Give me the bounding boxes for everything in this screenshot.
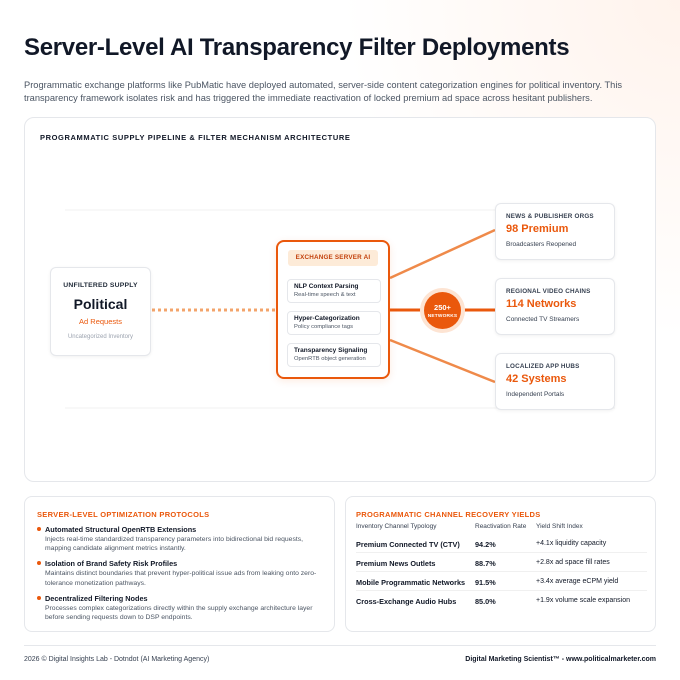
protocol-desc: Processes complex categorizations direct… xyxy=(45,604,313,622)
protocols-title: SERVER-LEVEL OPTIMIZATION PROTOCOLS xyxy=(37,510,210,519)
destination-desc: Broadcasters Reopened xyxy=(506,241,577,248)
fan-line-apps xyxy=(389,338,496,384)
intro-paragraph: Programmatic exchange platforms like Pub… xyxy=(24,80,623,103)
table-row: Mobile Programmatic Networks 91.5% +3.4x… xyxy=(356,572,647,591)
page-title: Server-Level AI Transparency Filter Depl… xyxy=(24,34,570,61)
destination-label: REGIONAL VIDEO CHAINS xyxy=(506,288,591,295)
shift-cell: +2.8x ad space fill rates xyxy=(536,559,610,566)
channel-cell: Cross-Exchange Audio Hubs xyxy=(356,597,457,606)
destination-label: LOCALIZED APP HUBS xyxy=(506,363,580,370)
recovery-yields-card: PROGRAMMATIC CHANNEL RECOVERY YIELDS Inv… xyxy=(345,496,656,632)
column-header: Inventory Channel Typology xyxy=(356,523,437,530)
supply-sub: Ad Requests xyxy=(79,317,122,326)
rate-cell: 94.2% xyxy=(475,540,496,549)
supply-label: UNFILTERED SUPPLY xyxy=(63,282,138,289)
optimization-protocols-card: SERVER-LEVEL OPTIMIZATION PROTOCOLS Auto… xyxy=(24,496,335,632)
stage-desc: OpenRTB object generation xyxy=(294,356,366,362)
bullet-dot xyxy=(37,527,41,531)
destination-value: 98 Premium xyxy=(506,223,569,235)
shift-cell: +3.4x average eCPM yield xyxy=(536,578,619,585)
column-header: Yield Shift Index xyxy=(536,523,583,530)
protocol-item: Automated Structural OpenRTB Extensions … xyxy=(37,525,322,553)
stage-nlp: NLP Context Parsing Real-time speech & t… xyxy=(287,279,381,303)
stage-signaling: Transparency Signaling OpenRTB object ge… xyxy=(287,343,381,367)
channel-cell: Mobile Programmatic Networks xyxy=(356,578,466,587)
rate-cell: 88.7% xyxy=(475,559,496,568)
protocol-name: Decentralized Filtering Nodes xyxy=(45,593,148,603)
stage-name: Transparency Signaling xyxy=(294,347,368,354)
stage-categorization: Hyper-Categorization Policy compliance t… xyxy=(287,311,381,335)
stage-name: NLP Context Parsing xyxy=(294,283,359,290)
bullet-dot xyxy=(37,595,41,600)
table-row: Cross-Exchange Audio Hubs 85.0% +1.9x vo… xyxy=(356,591,647,610)
protocol-item: Decentralized Filtering Nodes Processes … xyxy=(37,594,322,622)
destination-value: 114 Networks xyxy=(506,298,577,310)
protocol-desc: Maintains distinct boundaries that preve… xyxy=(45,570,317,587)
supply-note: Uncategorized Inventory xyxy=(67,334,134,340)
channel-cell: Premium News Outlets xyxy=(356,559,436,568)
rate-cell: 85.0% xyxy=(475,597,496,606)
destination-apps: LOCALIZED APP HUBS 42 Systems Independen… xyxy=(495,353,615,410)
destination-label: NEWS & PUBLISHER ORGS xyxy=(506,213,594,220)
destination-news: NEWS & PUBLISHER ORGS 98 Premium Broadca… xyxy=(495,203,615,260)
supply-main: Political xyxy=(73,296,128,312)
architecture-diagram-card: PROGRAMMATIC SUPPLY PIPELINE & FILTER ME… xyxy=(24,117,656,482)
protocol-item: Isolation of Brand Safety Risk Profiles … xyxy=(37,559,322,587)
bullet-dot xyxy=(37,561,41,566)
rate-cell: 91.5% xyxy=(475,578,496,587)
footer-credit: Digital Marketing Scientist™ - www.polit… xyxy=(465,656,656,663)
hub-label: NETWORKS xyxy=(427,314,458,319)
networks-hub: 250+ NETWORKS xyxy=(424,292,461,329)
protocol-desc: Injects real-time standardized transpare… xyxy=(45,536,304,553)
destination-value: 42 Systems xyxy=(506,373,567,385)
destination-desc: Independent Portals xyxy=(506,391,565,398)
yields-title: PROGRAMMATIC CHANNEL RECOVERY YIELDS xyxy=(356,510,541,519)
server-title: EXCHANGE SERVER AI xyxy=(288,250,378,266)
stage-desc: Policy compliance tags xyxy=(294,324,353,330)
table-row: Premium Connected TV (CTV) 94.2% +4.1x l… xyxy=(356,534,647,553)
unfiltered-supply-box: UNFILTERED SUPPLY Political Ad Requests … xyxy=(50,267,151,356)
footer-copyright: 2026 © Digital Insights Lab - Dotndot (A… xyxy=(24,656,210,663)
destination-video: REGIONAL VIDEO CHAINS 114 Networks Conne… xyxy=(495,278,615,335)
diagram-heading: PROGRAMMATIC SUPPLY PIPELINE & FILTER ME… xyxy=(40,133,351,142)
protocol-name: Automated Structural OpenRTB Extensions xyxy=(45,525,197,534)
fan-line-news xyxy=(389,228,496,280)
footer-divider xyxy=(24,645,656,646)
hub-value: 250+ xyxy=(434,303,451,312)
stage-desc: Real-time speech & text xyxy=(294,292,356,298)
table-row: Premium News Outlets 88.7% +2.8x ad spac… xyxy=(356,553,647,572)
channel-cell: Premium Connected TV (CTV) xyxy=(356,540,460,549)
exchange-server-box: EXCHANGE SERVER AI NLP Context Parsing R… xyxy=(276,240,390,379)
column-header: Reactivation Rate xyxy=(475,523,527,530)
shift-cell: +4.1x liquidity capacity xyxy=(536,540,607,547)
destination-desc: Connected TV Streamers xyxy=(506,316,580,323)
protocol-name: Isolation of Brand Safety Risk Profiles xyxy=(45,559,178,569)
stage-name: Hyper-Categorization xyxy=(294,315,360,322)
shift-cell: +1.9x volume scale expansion xyxy=(536,597,630,604)
